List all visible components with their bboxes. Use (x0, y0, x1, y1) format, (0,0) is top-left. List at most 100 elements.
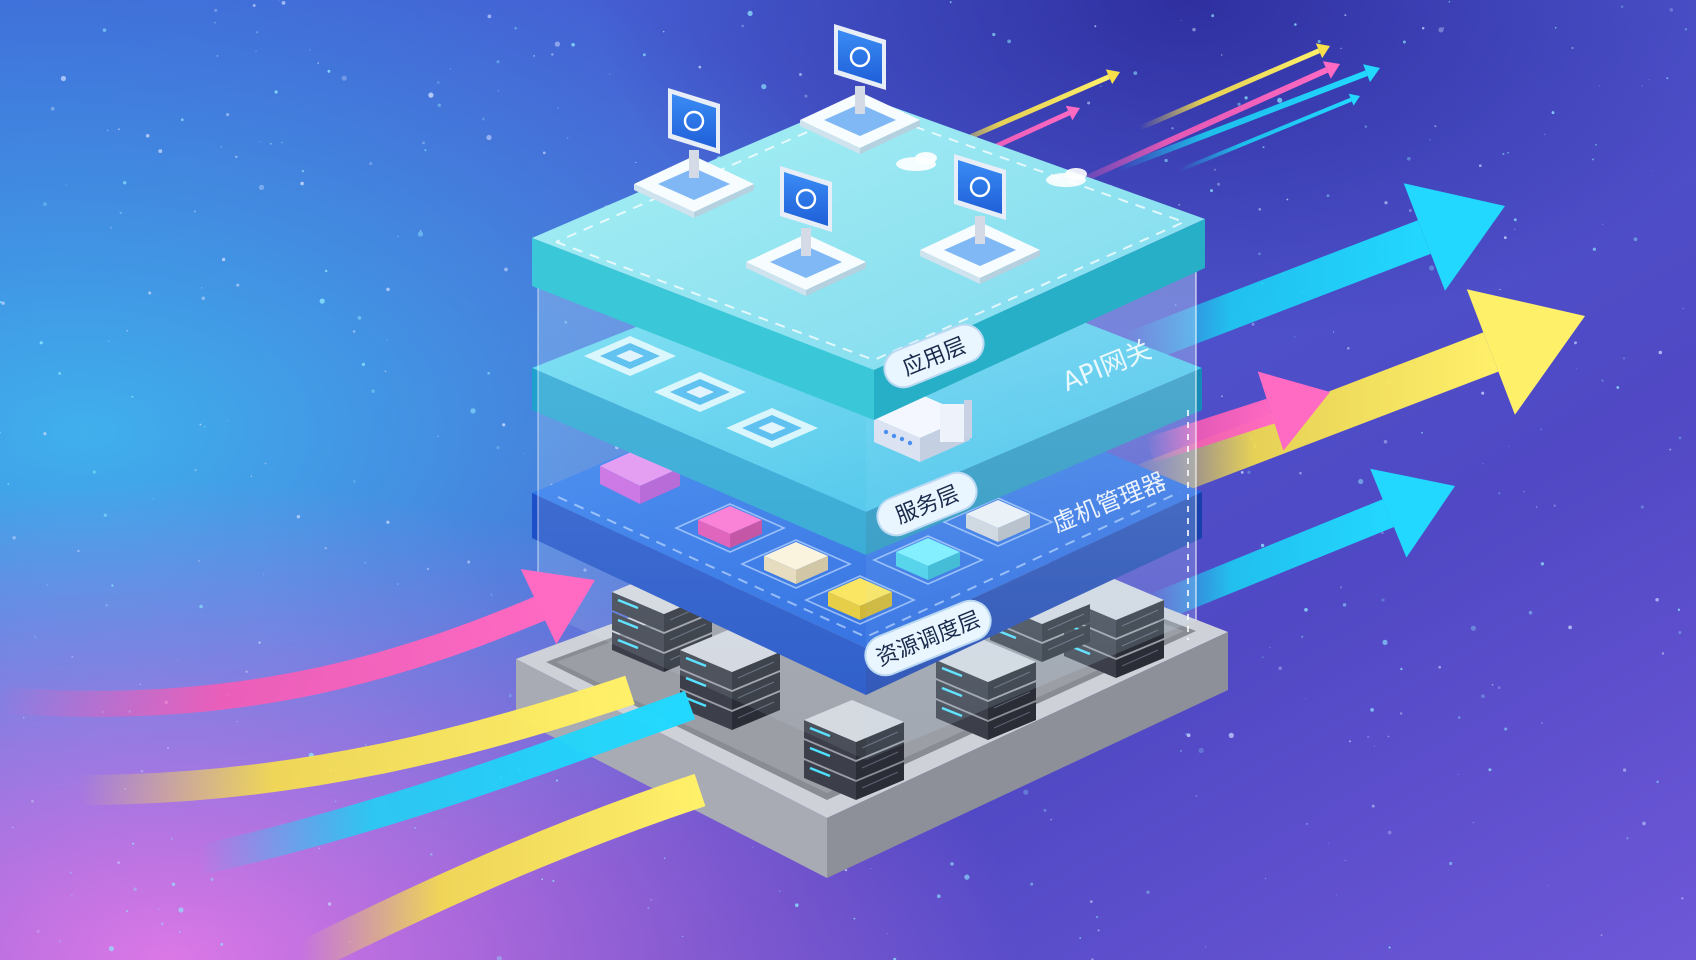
particle-dot (804, 94, 808, 98)
flow-stream (196, 690, 696, 875)
application-layer (532, 24, 1205, 420)
particle-dot (166, 746, 170, 749)
particle-dot (236, 283, 240, 287)
flow-arrow (1118, 64, 1380, 171)
particle-dot (361, 362, 366, 367)
particle-dot (1097, 929, 1100, 932)
particle-dot (12, 536, 16, 540)
particle-dot (1595, 144, 1597, 146)
particle-dot (566, 137, 569, 139)
particle-dot (384, 370, 387, 373)
particle-dot (1371, 804, 1375, 808)
particle-dot (1457, 716, 1461, 719)
particle-dot (108, 946, 114, 952)
particle-dot (1540, 562, 1545, 566)
particle-dot (36, 929, 40, 934)
particle-dot (1592, 247, 1597, 251)
particle-dot (422, 141, 426, 145)
particle-dot (1399, 712, 1403, 715)
particle-dot (1499, 288, 1501, 291)
particle-dot (1023, 789, 1029, 795)
particle-dot (1438, 665, 1441, 669)
particle-dot (1457, 773, 1459, 775)
flow-arrow (1144, 468, 1455, 624)
particle-dot (1470, 625, 1476, 631)
particle-dot (371, 389, 375, 393)
particle-dot (199, 604, 203, 609)
particle-dot (60, 75, 66, 82)
particle-dot (225, 112, 230, 117)
particle-dot (1571, 47, 1574, 49)
gateway-device (874, 396, 972, 462)
particle-dot (761, 84, 767, 90)
particle-dot (964, 874, 970, 880)
particle-dot (300, 181, 304, 186)
particle-dot (555, 779, 559, 782)
particle-dot (77, 549, 80, 553)
particle-dot (1655, 598, 1659, 602)
particle-dot (1087, 101, 1091, 105)
particle-dot (118, 128, 120, 131)
particle-dot (259, 141, 261, 143)
particle-dot (102, 28, 107, 32)
particle-dot (853, 917, 856, 920)
particle-dot (487, 371, 491, 375)
particle-dot (281, 1, 286, 5)
particle-dot (152, 498, 154, 500)
particle-dot (324, 547, 327, 550)
flow-arrow (1179, 93, 1360, 172)
particle-dot (554, 41, 561, 47)
particle-dot (436, 81, 440, 84)
particle-dot (886, 932, 888, 935)
particle-dot (950, 862, 954, 866)
particle-dot (1192, 27, 1196, 32)
particle-dot (1622, 357, 1626, 360)
particle-dot (386, 339, 389, 341)
particle-dot (1171, 127, 1174, 130)
particle-dot (58, 371, 62, 375)
particle-dot (426, 567, 429, 571)
particle-dot (201, 287, 203, 289)
particle-dot (220, 943, 224, 946)
particle-dot (7, 483, 10, 485)
particle-dot (1342, 603, 1347, 607)
particle-dot (1568, 625, 1572, 630)
particle-dot (635, 161, 637, 164)
particle-dot (1373, 745, 1376, 747)
particle-dot (242, 653, 244, 655)
particle-dot (523, 452, 526, 454)
particle-dot (263, 573, 265, 575)
particle-dot (642, 53, 646, 57)
particle-dot (1402, 40, 1406, 44)
particle-dot (34, 635, 37, 638)
particle-dot (1429, 139, 1431, 141)
particle-dot (1185, 732, 1188, 736)
particle-dot (158, 149, 163, 153)
particle-dot (1502, 152, 1505, 155)
particle-dot (1536, 506, 1538, 508)
particle-dot (1592, 158, 1594, 161)
particle-dot (1523, 491, 1525, 493)
particle-dot (43, 202, 47, 206)
particle-dot (417, 231, 424, 237)
particle-dot (1344, 859, 1346, 861)
particle-dot (1164, 158, 1168, 163)
particle-dot (1408, 209, 1412, 212)
particle-dot (1406, 156, 1411, 161)
particle-dot (870, 868, 872, 870)
particle-dot (317, 62, 320, 65)
particle-dot (1553, 504, 1556, 507)
particle-dot (1640, 505, 1644, 509)
particle-dot (893, 957, 897, 960)
particle-dot (1504, 727, 1508, 731)
particle-dot (1448, 1, 1451, 3)
particle-dot (369, 162, 373, 166)
particle-dot (353, 480, 356, 483)
particle-dot (1633, 237, 1638, 242)
flow-stream (0, 588, 566, 717)
particle-dot (1095, 915, 1099, 919)
particle-dot (1213, 168, 1217, 171)
particle-dot (1211, 14, 1215, 18)
particle-dot (171, 882, 176, 886)
particle-dot (0, 301, 2, 304)
